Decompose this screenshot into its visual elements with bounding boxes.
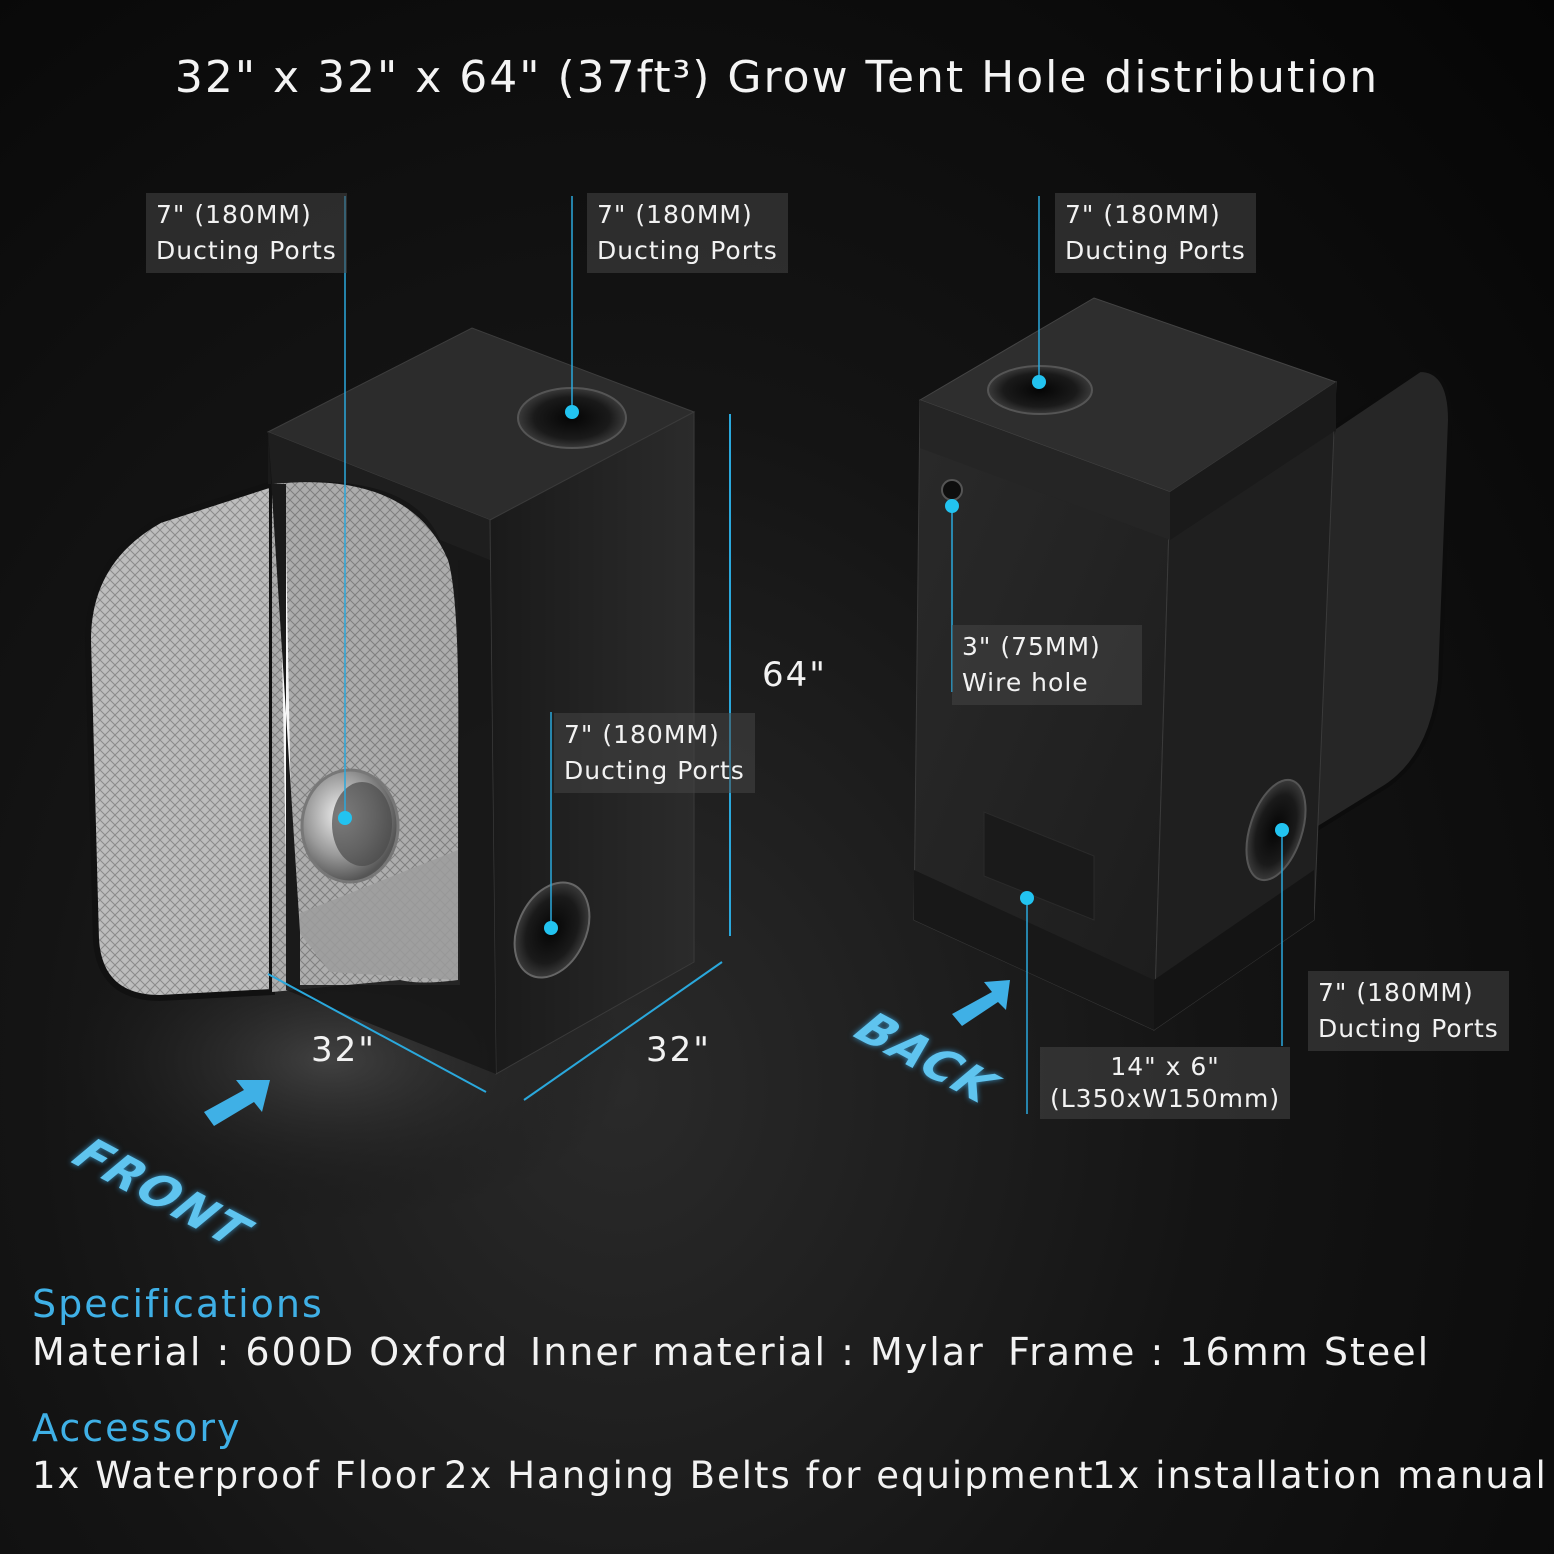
callout-line: Ducting Ports — [564, 756, 745, 785]
dot-back-side-port — [1275, 823, 1289, 837]
spec-inner-material: Inner material : Mylar — [530, 1330, 985, 1374]
width-dimension-line — [267, 973, 487, 1093]
dimension-depth: 32" — [646, 1030, 711, 1070]
page-title: 32" x 32" x 64" (37ft³) Grow Tent Hole d… — [174, 52, 1380, 103]
front-door-flap — [84, 479, 275, 1002]
callout-back-wire-hole: 3" (75MM) Wire hole — [952, 625, 1142, 705]
dot-back-top-port — [1032, 375, 1046, 389]
dot-front-side-port — [544, 921, 558, 935]
callout-front-left-duct: 7" (180MM) Ducting Ports — [146, 193, 347, 273]
callout-line: 7" (180MM) — [597, 200, 753, 229]
callout-front-side-port: 7" (180MM) Ducting Ports — [554, 713, 755, 793]
callout-line: (L350xW150mm) — [1050, 1084, 1281, 1113]
accessory-item-belts: 2x Hanging Belts for equipment — [444, 1454, 1095, 1497]
specifications-heading: Specifications — [32, 1282, 324, 1326]
callout-line: 14" x 6" — [1110, 1052, 1220, 1081]
dimension-width: 32" — [311, 1030, 376, 1070]
dot-back-vent — [1020, 891, 1034, 905]
callout-line: Ducting Ports — [597, 236, 778, 265]
back-wire-hole — [941, 479, 963, 501]
dot-front-left-duct — [338, 811, 352, 825]
callout-back-top-port: 7" (180MM) Ducting Ports — [1055, 193, 1256, 273]
accessory-item-floor: 1x Waterproof Floor — [32, 1454, 437, 1497]
callout-line: Ducting Ports — [1318, 1014, 1499, 1043]
callout-line: Ducting Ports — [1065, 236, 1246, 265]
back-door-flap — [1309, 367, 1453, 836]
accessory-item-manual: 1x installation manual — [1092, 1454, 1548, 1497]
callout-front-top-port: 7" (180MM) Ducting Ports — [587, 193, 788, 273]
spec-frame: Frame : 16mm Steel — [1008, 1330, 1431, 1374]
back-top-port — [987, 365, 1093, 415]
callout-back-side-port: 7" (180MM) Ducting Ports — [1308, 971, 1509, 1051]
callout-line: Ducting Ports — [156, 236, 337, 265]
depth-dimension-line — [523, 961, 723, 1101]
front-arrow — [204, 1080, 270, 1126]
callout-back-vent: 14" x 6" (L350xW150mm) — [1040, 1047, 1291, 1119]
callout-line: 7" (180MM) — [564, 720, 720, 749]
back-vent-panel — [983, 811, 1095, 921]
callout-line: 3" (75MM) — [962, 632, 1101, 661]
callout-line: 7" (180MM) — [1318, 978, 1474, 1007]
dot-back-wire-hole — [945, 499, 959, 513]
callout-line: Wire hole — [962, 668, 1089, 697]
back-arrow — [952, 980, 1010, 1026]
callout-line: 7" (180MM) — [1065, 200, 1221, 229]
dot-front-top-port — [565, 405, 579, 419]
callout-line: 7" (180MM) — [156, 200, 312, 229]
spec-material: Material : 600D Oxford — [32, 1330, 510, 1374]
dimension-height: 64" — [762, 655, 827, 695]
accessory-heading: Accessory — [32, 1406, 242, 1450]
